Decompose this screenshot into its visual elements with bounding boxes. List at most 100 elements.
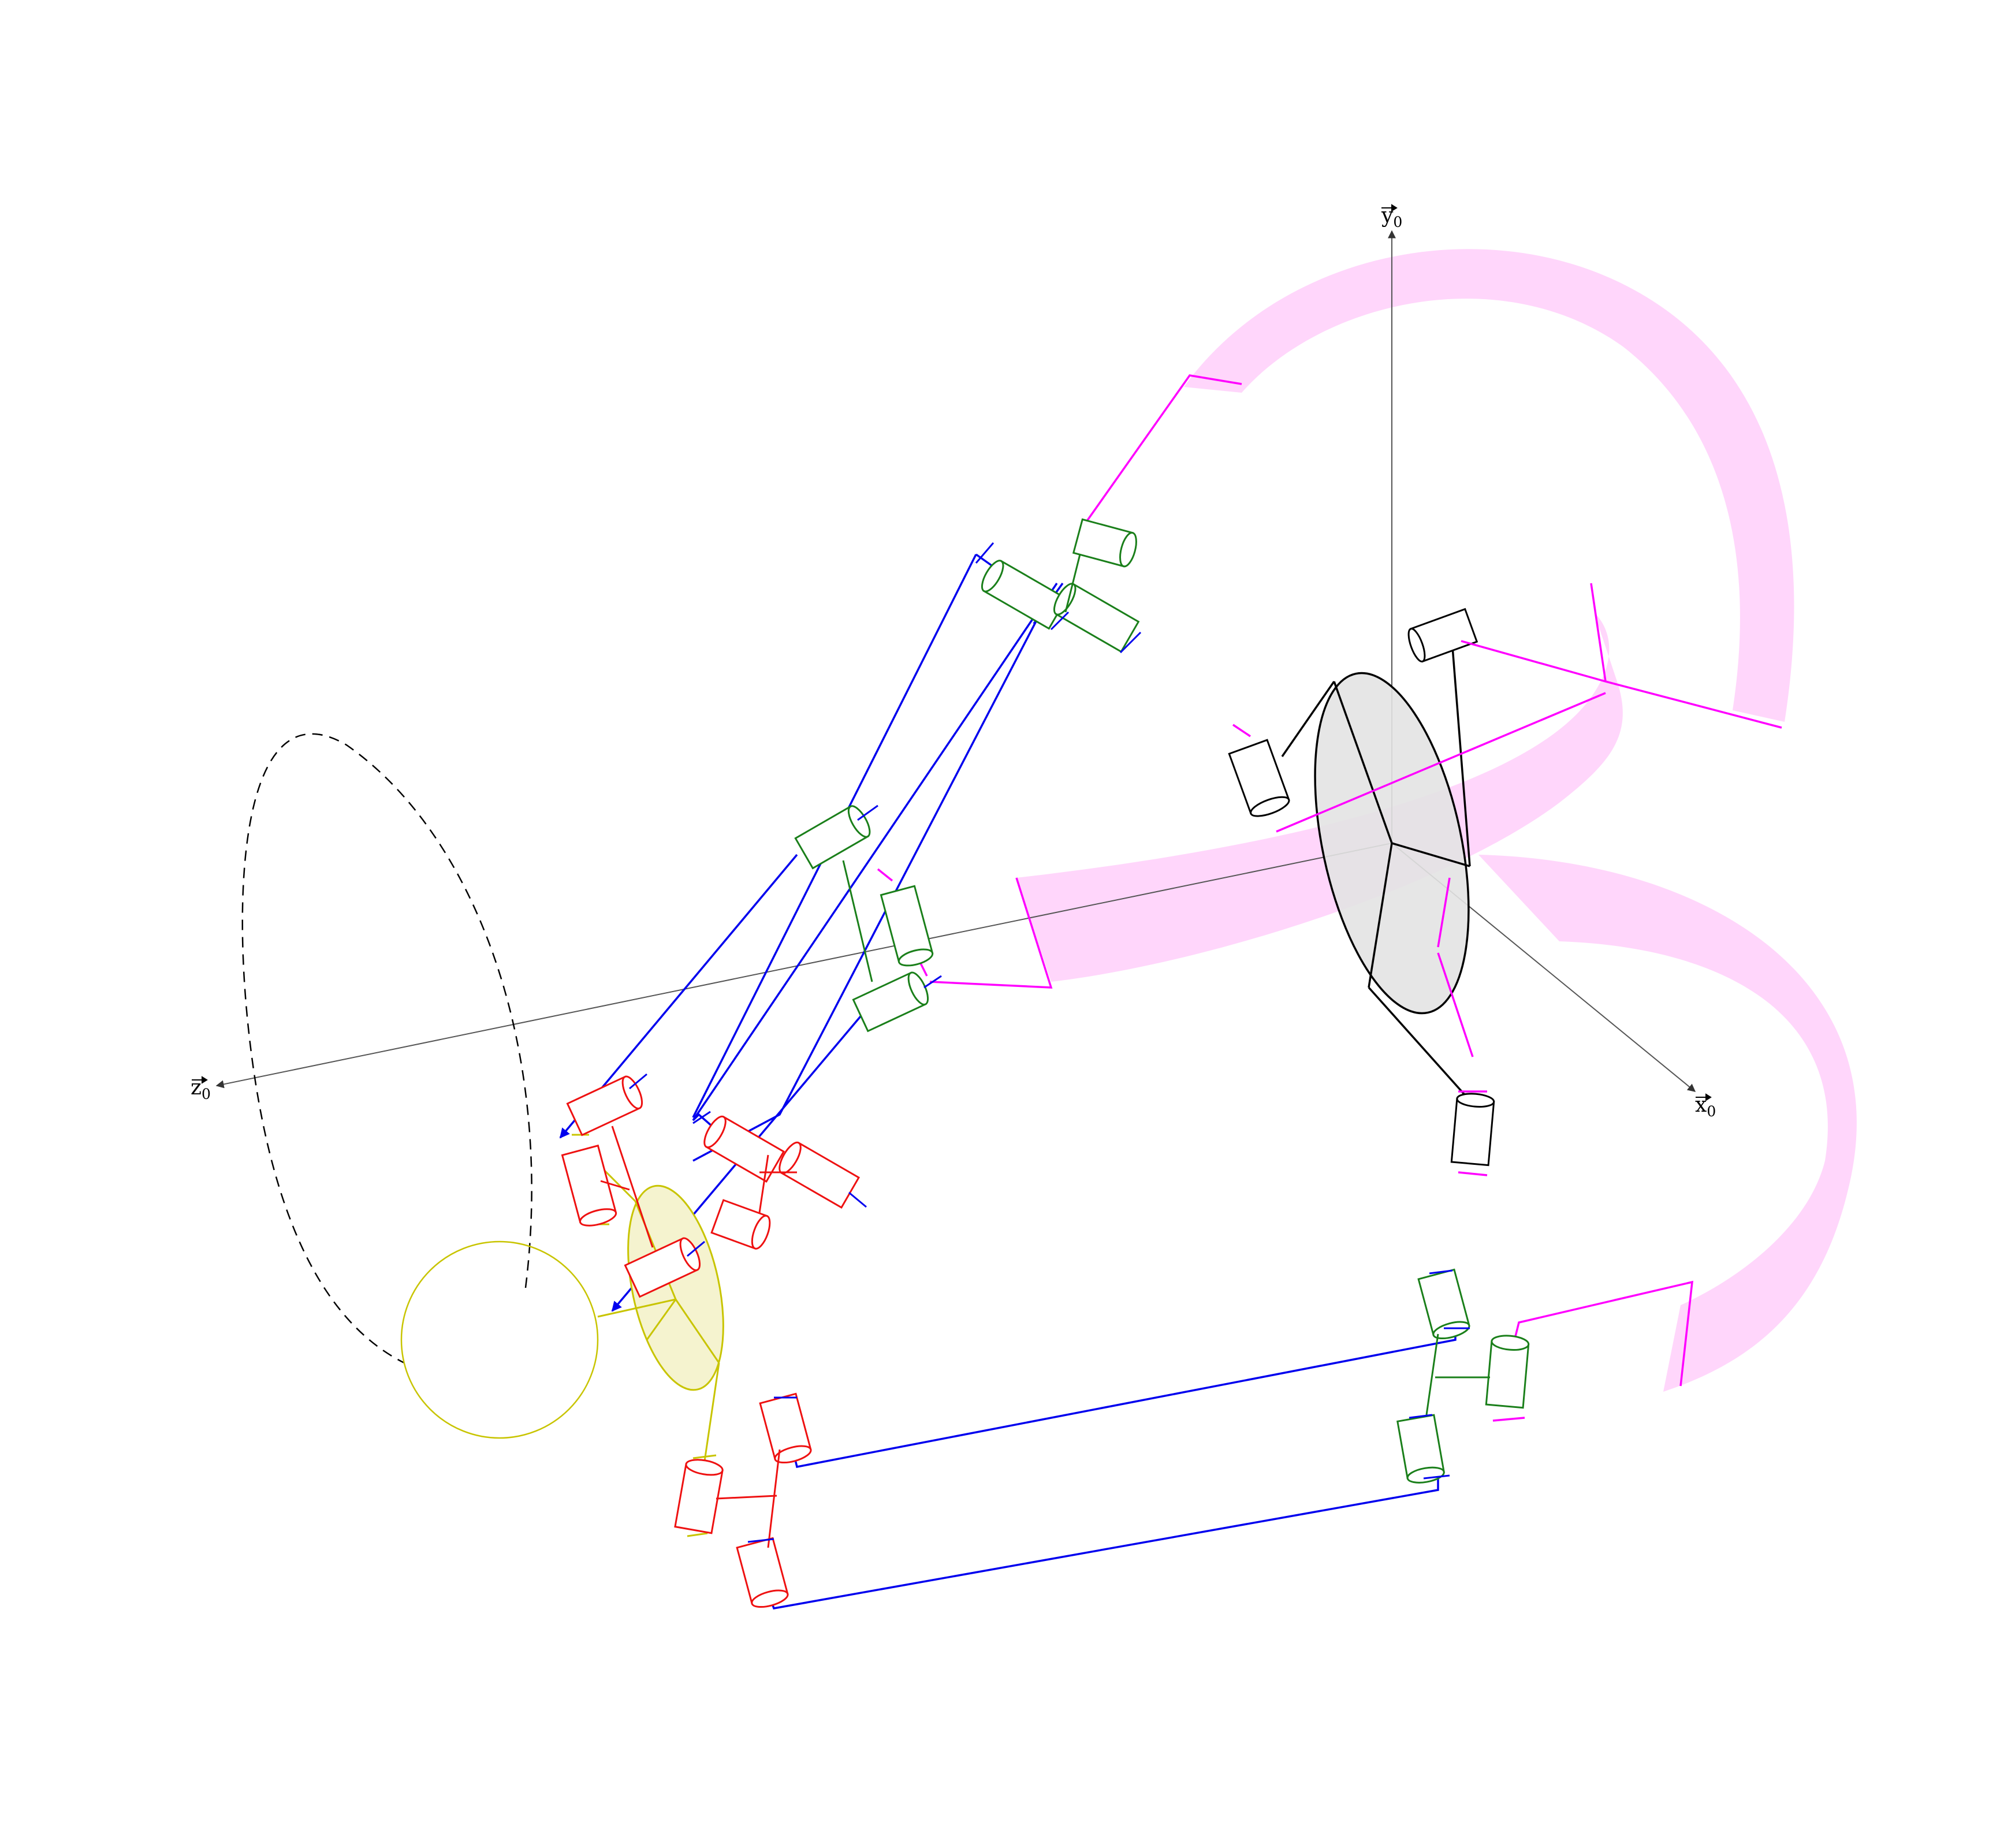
mobile-platform bbox=[400, 1134, 724, 1537]
green-joint-mid-3-cap bbox=[907, 971, 929, 1005]
red-joint-bot-1-cap bbox=[774, 1445, 812, 1464]
base-spoke-3 bbox=[1368, 843, 1393, 988]
connector-base-mid bbox=[1276, 692, 1606, 833]
marker-7 bbox=[692, 1111, 711, 1124]
axis-labels: y0 x0 z0 bbox=[191, 204, 1716, 1120]
green-joint-top-2-cap bbox=[981, 560, 1004, 593]
marker-5 bbox=[923, 975, 942, 989]
green-joint-bot-3-cap bbox=[1406, 1466, 1445, 1484]
platform-spoke-2 bbox=[675, 1299, 720, 1363]
base-spoke-1 bbox=[1333, 681, 1393, 844]
platform-disc bbox=[627, 1184, 724, 1391]
base-joint-3-cap bbox=[1456, 1093, 1495, 1108]
red-joint-mid-1 bbox=[703, 1115, 785, 1183]
base-joint-1 bbox=[1228, 739, 1290, 817]
red-joint-left-2-cap bbox=[579, 1208, 617, 1227]
base-leg-right bbox=[1451, 646, 1471, 867]
red-joint-bot-2-cap bbox=[685, 1459, 724, 1476]
platform-arm-1 bbox=[597, 1298, 676, 1318]
marker-6 bbox=[629, 1073, 647, 1090]
green-joint-top-1-cap bbox=[1119, 532, 1137, 568]
base-leg-lower bbox=[1368, 986, 1468, 1098]
red-joint-bot-1 bbox=[759, 1392, 812, 1464]
green-joint-top-1 bbox=[1072, 518, 1137, 568]
platform-spoke-3 bbox=[646, 1299, 677, 1340]
green-link-top bbox=[1064, 554, 1081, 613]
connector-right bbox=[1461, 583, 1782, 729]
platform-tick-3 bbox=[692, 1454, 717, 1459]
base-joints bbox=[1228, 608, 1495, 1167]
green-joint-group-bottom bbox=[1396, 1268, 1530, 1484]
connector-lower bbox=[1437, 952, 1474, 1057]
connector-tick-3 bbox=[1458, 1171, 1488, 1176]
green-joint-bot-2-cap bbox=[1491, 1335, 1530, 1351]
green-joints bbox=[794, 518, 1530, 1484]
green-joint-bot-1-cap bbox=[1432, 1321, 1470, 1340]
red-joint-mid-1-cap bbox=[703, 1115, 727, 1149]
red-link-left-2 bbox=[600, 1180, 630, 1191]
base-joint-3-body bbox=[1450, 1097, 1495, 1167]
y-axis-subscript: 0 bbox=[1393, 214, 1402, 230]
connector-tick-5 bbox=[1492, 1417, 1525, 1422]
link-pair-1-a bbox=[692, 553, 1047, 1162]
green-joint-mid-1-cap bbox=[847, 805, 871, 838]
ribbon-bottom bbox=[1478, 855, 1857, 1392]
connector-tick-1 bbox=[1232, 724, 1251, 737]
base-spoke-2 bbox=[1391, 842, 1470, 867]
platform-arm-3 bbox=[703, 1362, 720, 1462]
z-axis-label: z0 bbox=[191, 1076, 211, 1102]
z-axis-letter: z bbox=[191, 1076, 202, 1100]
red-joint-bot-3-cap bbox=[751, 1589, 789, 1608]
x-axis-letter: x bbox=[1695, 1093, 1707, 1117]
red-joint-mid-2 bbox=[779, 1141, 861, 1209]
links bbox=[559, 553, 1457, 1609]
green-joint-group-top bbox=[981, 518, 1140, 653]
red-link-bot-2 bbox=[716, 1495, 777, 1500]
ribbon-top bbox=[1184, 249, 1794, 722]
red-joint-group-middle bbox=[703, 1115, 861, 1250]
z-vector-arrow-head bbox=[202, 1076, 208, 1084]
red-joint-bot-3 bbox=[736, 1537, 789, 1608]
base-joint-1-cap bbox=[1250, 796, 1290, 817]
red-joints bbox=[561, 1075, 861, 1608]
marker-11 bbox=[747, 1538, 774, 1543]
marker-1 bbox=[975, 542, 994, 564]
red-joint-mid-3-cap bbox=[751, 1214, 771, 1250]
connector-left bbox=[929, 877, 1053, 989]
platform-reference-circle bbox=[400, 1240, 599, 1439]
y-axis-letter: y bbox=[1381, 204, 1394, 228]
link-pair-1-b bbox=[692, 583, 1058, 1173]
connector-bottom bbox=[1512, 1280, 1694, 1387]
red-joint-group-left bbox=[561, 1075, 701, 1298]
marker-15 bbox=[1423, 1474, 1450, 1480]
connector-top bbox=[1085, 374, 1242, 524]
trajectory-dashed bbox=[241, 733, 532, 1364]
green-joint-mid-2-cap bbox=[897, 948, 934, 967]
green-joint-group-middle bbox=[794, 805, 934, 1033]
red-joint-left-1-cap bbox=[621, 1075, 643, 1109]
marker-4 bbox=[857, 804, 878, 821]
link-pair-3-a bbox=[790, 1317, 1457, 1469]
green-joint-bot-2-body bbox=[1485, 1340, 1530, 1409]
red-link-bot-1 bbox=[767, 1449, 781, 1548]
x-axis-label: x0 bbox=[1695, 1093, 1716, 1120]
marker-12 bbox=[1429, 1269, 1453, 1275]
base-platform bbox=[1281, 646, 1471, 1098]
connector-vertical bbox=[1437, 877, 1451, 948]
y-axis-label: y0 bbox=[1381, 204, 1402, 230]
base-joint-2-cap bbox=[1407, 628, 1426, 662]
red-joint-left-1 bbox=[566, 1075, 643, 1137]
green-joint-top-2 bbox=[981, 560, 1068, 630]
connector-tick-6 bbox=[877, 868, 893, 882]
y-vector-arrow-head bbox=[1391, 204, 1398, 212]
base-joint-3 bbox=[1450, 1093, 1495, 1167]
x-axis-subscript: 0 bbox=[1707, 1103, 1716, 1120]
x-vector-arrow-head bbox=[1705, 1093, 1712, 1101]
red-joint-mid-3 bbox=[710, 1199, 771, 1250]
marker-13 bbox=[1409, 1414, 1433, 1419]
red-link-left-1 bbox=[611, 1126, 654, 1248]
base-leg-upper bbox=[1281, 681, 1335, 757]
green-joint-mid-1 bbox=[794, 805, 871, 870]
green-link-mid bbox=[842, 860, 873, 982]
